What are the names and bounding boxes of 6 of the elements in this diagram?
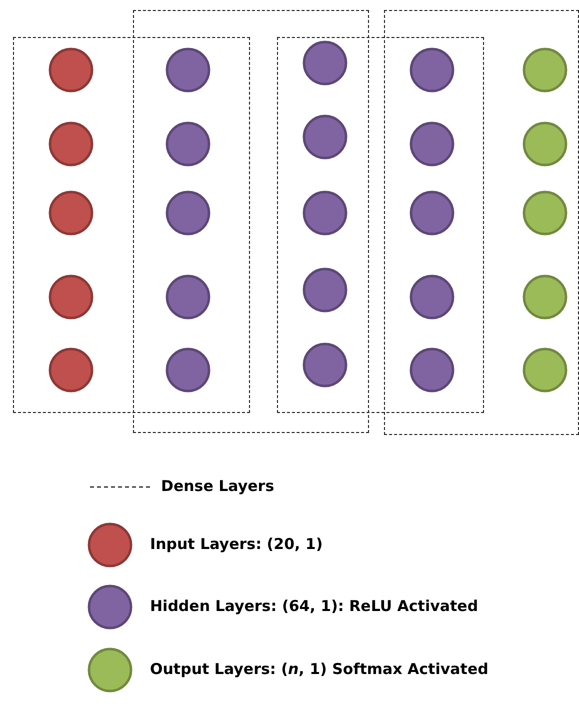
legend-label: Dense Layers — [161, 477, 274, 495]
legend-label: Output Layers: (n, 1) Softmax Activated — [150, 660, 488, 678]
legend-label: Input Layers: (20, 1) — [150, 535, 323, 553]
legend-label: Hidden Layers: (64, 1): ReLU Activated — [150, 597, 478, 615]
dashed-layer-box — [13, 37, 250, 413]
dashed-layer-box — [384, 10, 579, 435]
